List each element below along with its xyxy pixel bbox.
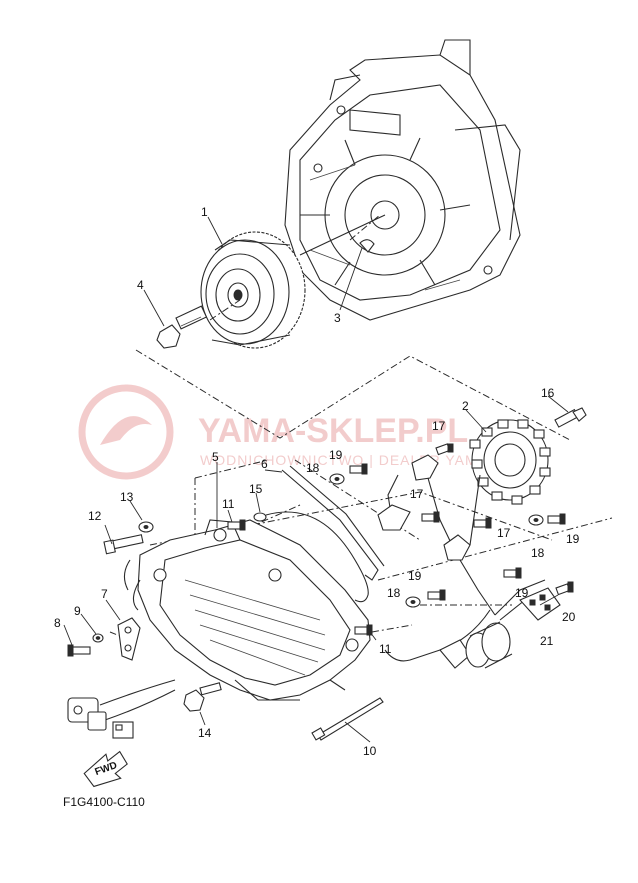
wire-seal	[253, 511, 369, 603]
screw-8	[67, 644, 91, 657]
washer-18-mid	[329, 473, 345, 485]
washer-18-low	[405, 596, 421, 608]
callout-10: 10	[363, 744, 377, 758]
callout-12: 12	[88, 509, 102, 523]
callout-17-a: 17	[432, 419, 446, 433]
callout-14: 14	[198, 726, 212, 740]
screw-17-a	[435, 443, 454, 456]
callout-13: 13	[120, 490, 134, 504]
electrical-housing	[137, 519, 371, 701]
callout-5: 5	[212, 450, 219, 464]
leader-lines	[63, 216, 569, 743]
screw-19-right	[547, 513, 566, 525]
callout-18-a: 18	[306, 461, 320, 475]
figure-code: F1G4100-C110	[63, 795, 145, 809]
callout-6: 6	[261, 457, 268, 471]
callout-19-d: 19	[515, 586, 529, 600]
callout-3: 3	[334, 311, 341, 325]
callout-18-c: 18	[531, 546, 545, 560]
callout-18-b: 18	[387, 586, 401, 600]
washer-9	[92, 633, 104, 643]
washer-18-right	[528, 514, 544, 526]
screw-20	[555, 581, 574, 596]
woodruff-key	[359, 239, 375, 253]
screw-19-low	[427, 589, 446, 601]
callout-16: 16	[541, 386, 555, 400]
callout-11-upper: 11	[222, 497, 235, 511]
screw-17-c	[473, 517, 492, 529]
flywheel	[200, 231, 306, 349]
assembly-line	[135, 349, 571, 441]
flywheel-bolt	[156, 305, 208, 349]
callout-8: 8	[54, 616, 61, 630]
callout-17-c: 17	[497, 526, 511, 540]
screw-19-mid	[503, 567, 522, 579]
callout-15: 15	[249, 482, 263, 496]
bolt-12	[103, 534, 144, 555]
pulser-coil-lower	[443, 474, 496, 616]
washer-13	[138, 521, 154, 533]
callout-19-b: 19	[408, 569, 422, 583]
callout-11-lower: 11	[379, 642, 392, 656]
stator-coil	[469, 419, 551, 505]
lead-wire	[281, 469, 379, 581]
fwd-arrow: FWD	[83, 750, 128, 788]
engine-block	[284, 39, 521, 321]
screw-17-b	[421, 511, 440, 523]
pulser-coil-upper	[377, 454, 453, 546]
screw-19-top	[349, 463, 368, 475]
callouts: 1 2 3 4 5 6 7 8 9 10 11 11 12 13 14 15 1…	[54, 205, 580, 758]
callout-7: 7	[101, 587, 108, 601]
cable-tie	[311, 697, 384, 741]
callout-1: 1	[201, 205, 208, 219]
screw-16	[554, 407, 587, 428]
watermark-title: YAMA-SKLEP.PL	[198, 412, 468, 450]
screw-11-lower	[354, 624, 373, 636]
screw-11-upper	[227, 519, 246, 531]
callout-20: 20	[562, 610, 576, 624]
callout-21: 21	[540, 634, 554, 648]
callout-2: 2	[462, 399, 469, 413]
callout-4: 4	[137, 278, 144, 292]
callout-19-c: 19	[566, 532, 580, 546]
callout-19-a: 19	[329, 448, 343, 462]
terminal-block	[519, 587, 561, 621]
wiring-connector	[67, 559, 176, 739]
grommet-connector	[439, 621, 513, 669]
bracket	[117, 617, 141, 661]
bolt-14	[183, 682, 222, 712]
callout-9: 9	[74, 604, 81, 618]
callout-17-b: 17	[410, 487, 424, 501]
watermark: YAMA-SKLEP.PL WODNICHOWNICTWO | DEALER Y…	[78, 384, 508, 480]
